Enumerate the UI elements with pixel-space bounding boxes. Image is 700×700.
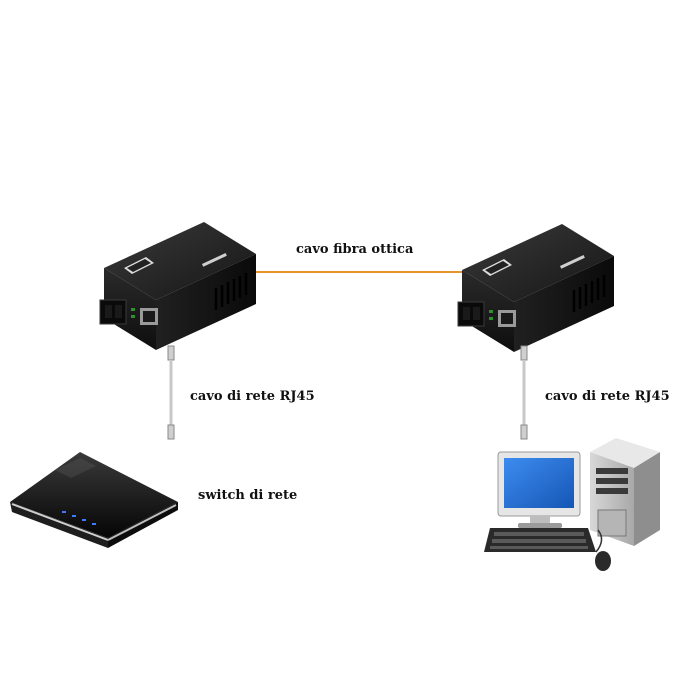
rj45-cable-left bbox=[167, 345, 175, 440]
media-converter-left bbox=[98, 220, 258, 352]
network-switch-label: switch di rete bbox=[198, 488, 298, 503]
rj45-cable-label-left: cavo di rete RJ45 bbox=[190, 389, 315, 404]
rj45-cable-right bbox=[520, 345, 528, 440]
media-converter-right bbox=[456, 222, 616, 354]
desktop-computer bbox=[484, 438, 660, 571]
rj45-cable-label-right: cavo di rete RJ45 bbox=[545, 389, 670, 404]
fiber-cable-label: cavo fibra ottica bbox=[296, 242, 414, 257]
network-switch bbox=[10, 452, 178, 548]
